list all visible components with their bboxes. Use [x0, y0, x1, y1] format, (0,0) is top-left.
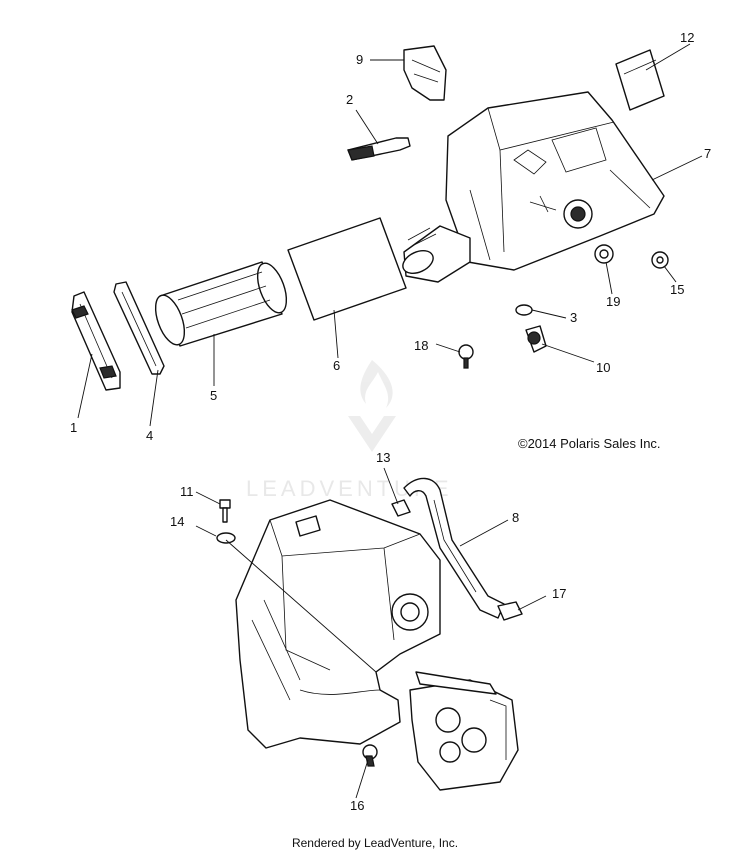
- callout-10: 10: [596, 360, 610, 375]
- part-air-box: [402, 91, 665, 283]
- callout-6: 6: [333, 358, 340, 373]
- callout-16: 16: [350, 798, 364, 813]
- footer-credit: Rendered by LeadVenture, Inc.: [291, 836, 459, 850]
- callout-19: 19: [606, 294, 620, 309]
- callout-4: 4: [146, 428, 153, 443]
- part-fastener-18: [458, 344, 474, 369]
- part-drain-valve: [525, 325, 547, 353]
- callout-3: 3: [570, 310, 577, 325]
- callout-8: 8: [512, 510, 519, 525]
- part-filter-cover: [71, 291, 121, 391]
- callouts: 1 2 3 4 5 6 7 8 9 10 11 12 13 14 15 16 1…: [70, 30, 711, 813]
- part-strap: [347, 137, 411, 161]
- part-clamp-13: [391, 499, 411, 517]
- callout-14: 14: [170, 514, 184, 529]
- leader-lines: [77, 43, 703, 799]
- part-pre-filter: [287, 217, 407, 321]
- part-grommet-15: [651, 251, 669, 269]
- callout-15: 15: [670, 282, 684, 297]
- copyright-notice: ©2014 Polaris Sales Inc.: [518, 436, 661, 451]
- part-washer-14: [216, 532, 236, 544]
- callout-2: 2: [346, 92, 353, 107]
- callout-18: 18: [414, 338, 428, 353]
- part-clip: [403, 45, 447, 101]
- callout-7: 7: [704, 146, 711, 161]
- part-breather-hose: [403, 477, 505, 619]
- callout-17: 17: [552, 586, 566, 601]
- part-o-ring: [515, 304, 533, 316]
- part-filter-gasket: [113, 281, 165, 375]
- part-intake-assembly: [235, 499, 441, 749]
- part-air-filter: [154, 261, 288, 347]
- part-foam-pad: [615, 49, 665, 111]
- part-throttle-body: [409, 671, 519, 791]
- part-bolt-11: [219, 499, 231, 523]
- callout-11: 11: [180, 484, 194, 499]
- part-washer-19: [594, 244, 614, 264]
- callout-13: 13: [376, 450, 390, 465]
- callout-1: 1: [70, 420, 77, 435]
- callout-12: 12: [680, 30, 694, 45]
- callout-5: 5: [210, 388, 217, 403]
- callout-9: 9: [356, 52, 363, 67]
- part-clamp-17: [497, 601, 523, 621]
- part-bolt-16: [362, 744, 378, 767]
